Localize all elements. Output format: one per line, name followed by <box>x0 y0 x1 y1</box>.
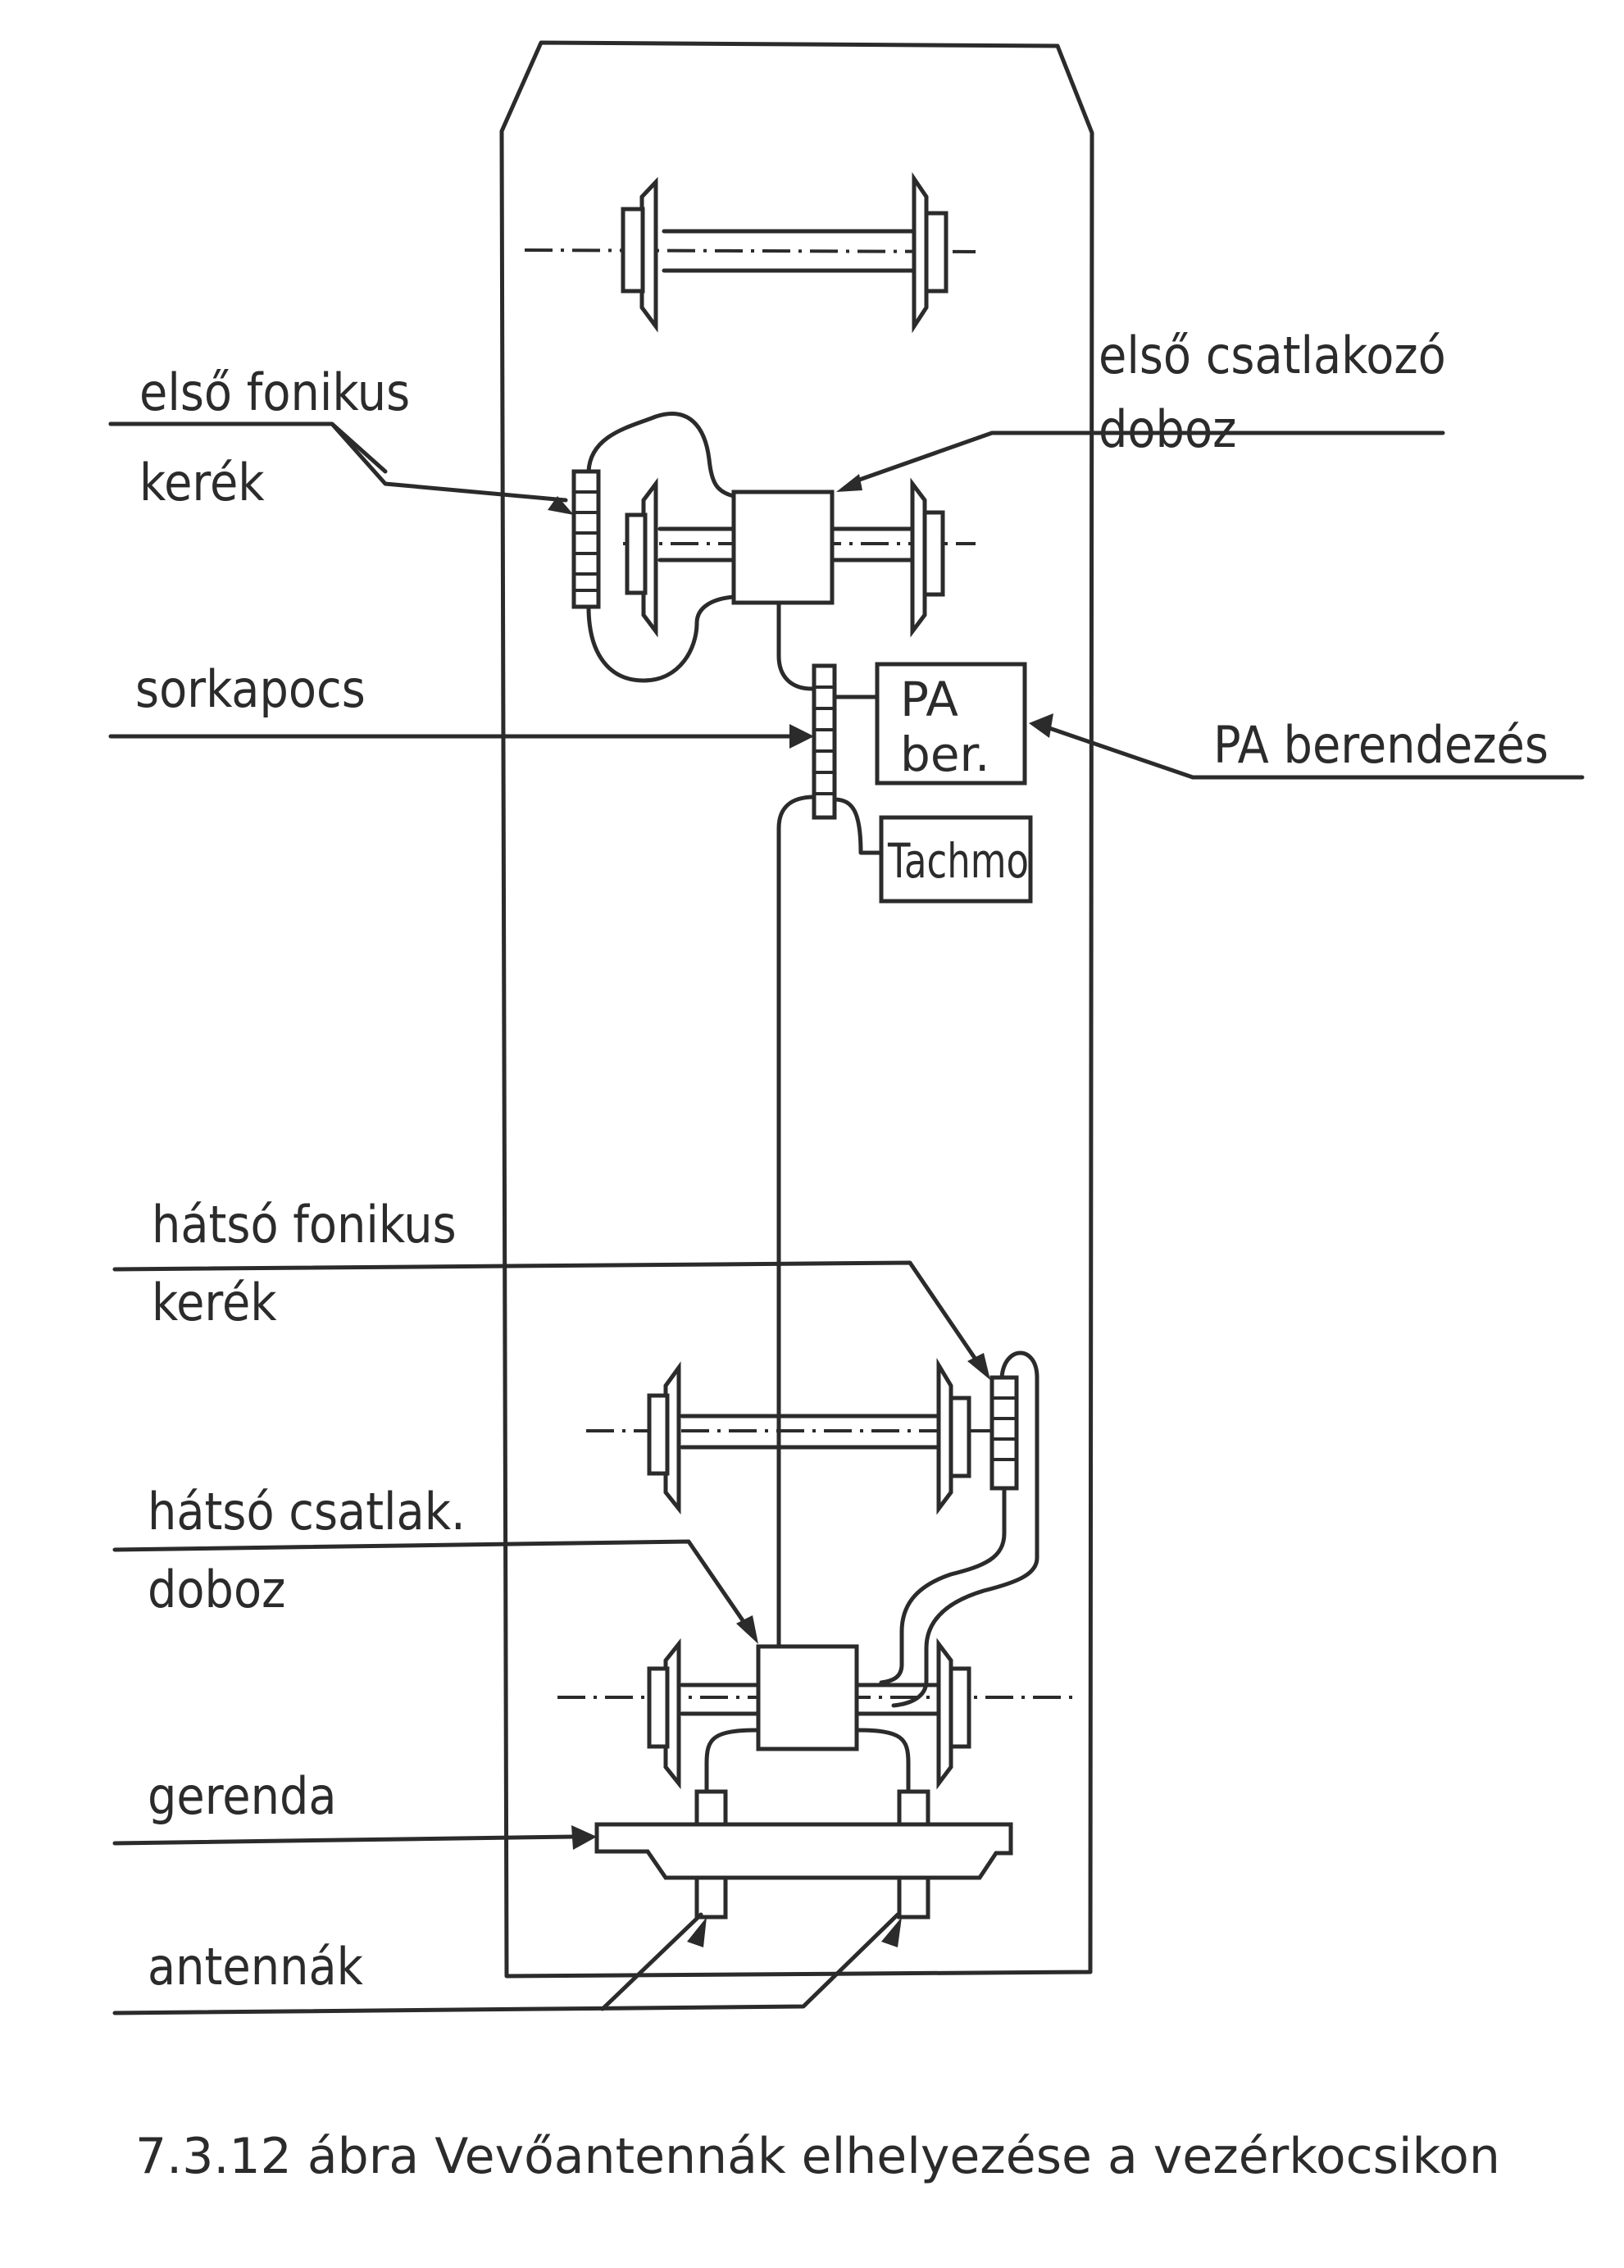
pa-equipment-box <box>875 662 1027 786</box>
label-front-phonic-wheel-1: első fonikus <box>139 362 410 422</box>
antenna-2-bottom <box>897 1875 930 1920</box>
figure-caption: 7.3.12 ábra Vevőantennák elhelyezése a v… <box>135 2128 1500 2185</box>
front-phonic-cable <box>586 412 736 499</box>
front-phonic-cable-return <box>586 594 736 683</box>
label-rear-connector-box-2: doboz <box>148 1560 285 1619</box>
beam <box>594 1822 1013 1880</box>
label-beam: gerenda <box>148 1766 337 1826</box>
label-antennas: antennák <box>148 1937 364 1997</box>
front-phonic-wheel <box>571 469 601 609</box>
front-wheelset-1 <box>524 171 976 334</box>
antenna-1-top <box>694 1789 728 1827</box>
pa-box-label-2: ber. <box>900 726 989 782</box>
label-front-connector-box-1: első csatlakozó <box>1099 326 1446 385</box>
label-front-connector-box-2: doboz <box>1099 399 1236 459</box>
terminal-block <box>812 663 837 820</box>
antenna-1-bottom <box>694 1875 728 1920</box>
label-pa-equipment: PA berendezés <box>1213 715 1549 775</box>
label-rear-phonic-wheel-1: hátsó fonikus <box>152 1195 457 1255</box>
rear-phonic-wheel <box>989 1375 1019 1491</box>
rear-connector-box <box>756 1644 859 1751</box>
antenna-2-top <box>897 1789 930 1827</box>
label-rear-connector-box-1: hátsó csatlak. <box>148 1482 466 1542</box>
front-connector-box <box>731 490 835 605</box>
label-rear-phonic-wheel-2: kerék <box>152 1273 277 1332</box>
label-front-phonic-wheel-2: kerék <box>139 453 265 512</box>
vehicle-body-outline <box>499 40 1094 1979</box>
label-terminal-block: sorkapocs <box>135 659 366 719</box>
tachometer-box-label: Tachmo <box>887 833 1029 889</box>
pa-box-label-1: PA <box>900 672 958 727</box>
rear-wheelset-1 <box>586 1357 1008 1515</box>
main-trunk-cable <box>776 795 817 1649</box>
rear-wheelset-2 <box>557 1637 1074 1790</box>
front-box-to-terminal-cable <box>776 600 814 691</box>
tachometer-box <box>879 815 1033 904</box>
